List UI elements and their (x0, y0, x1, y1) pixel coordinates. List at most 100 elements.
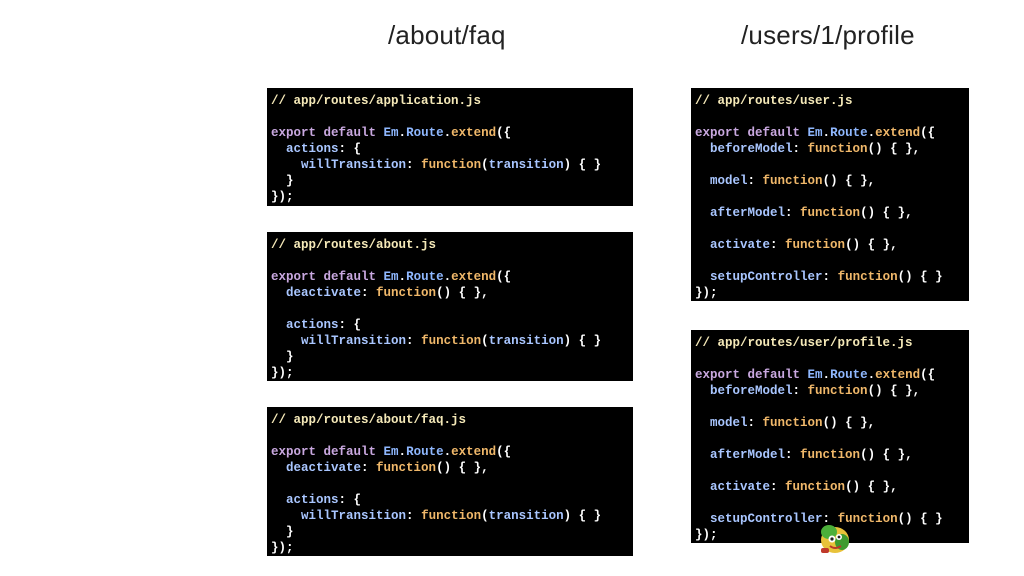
code-token: : { (338, 493, 362, 507)
code-token (695, 142, 710, 156)
code-line (695, 351, 969, 367)
code-token: Route (830, 368, 868, 382)
code-line: model: function() { }, (695, 415, 969, 431)
code-token (271, 286, 286, 300)
code-token: transition (488, 158, 564, 172)
code-line: } (271, 524, 633, 540)
code-line: export default Em.Route.extend({ (271, 125, 633, 141)
code-token (271, 509, 301, 523)
code-token: function (376, 286, 437, 300)
code-token: function (421, 509, 482, 523)
code-line: export default Em.Route.extend({ (271, 444, 633, 460)
code-token: transition (488, 509, 564, 523)
code-token: function (762, 174, 823, 188)
code-token: Route (830, 126, 868, 140)
code-block-user-profile: // app/routes/user/profile.js export def… (691, 330, 969, 543)
code-token: setupController (710, 270, 823, 284)
code-token: function (421, 158, 482, 172)
code-token: ({ (496, 270, 512, 284)
code-token: export default (271, 270, 384, 284)
code-line: export default Em.Route.extend({ (271, 269, 633, 285)
code-token: export default (695, 368, 808, 382)
code-token: }); (271, 366, 294, 380)
code-token: function (785, 480, 846, 494)
code-token: : (792, 384, 808, 398)
code-line: setupController: function() { } (695, 511, 969, 527)
code-line: }); (271, 365, 633, 381)
code-token: () { }, (436, 286, 489, 300)
code-line (271, 428, 633, 444)
code-line: activate: function() { }, (695, 479, 969, 495)
code-token: : (361, 286, 377, 300)
code-token: willTransition (301, 334, 407, 348)
code-line: actions: { (271, 141, 633, 157)
code-token: deactivate (286, 461, 362, 475)
code-block-user: // app/routes/user.js export default Em.… (691, 88, 969, 301)
code-token (695, 238, 710, 252)
code-token (695, 448, 710, 462)
code-token: setupController (710, 512, 823, 526)
code-token: activate (710, 238, 771, 252)
code-token: ) { } (563, 158, 602, 172)
code-token: Em (383, 126, 399, 140)
code-token: willTransition (301, 158, 407, 172)
code-token: : (822, 270, 838, 284)
code-token: : (747, 416, 763, 430)
code-line: // app/routes/about.js (271, 237, 633, 253)
code-line (695, 221, 969, 237)
code-token: . (398, 126, 407, 140)
code-token: activate (710, 480, 771, 494)
code-token: : (785, 448, 801, 462)
code-line: deactivate: function() { }, (271, 460, 633, 476)
code-token: transition (488, 334, 564, 348)
code-line (271, 476, 633, 492)
code-token: Route (406, 270, 444, 284)
code-token: : (822, 512, 838, 526)
code-token: () { }, (860, 206, 913, 220)
code-token (695, 270, 710, 284)
code-token: function (785, 238, 846, 252)
code-token: beforeModel (710, 384, 793, 398)
code-token: function (800, 206, 861, 220)
code-token: : (792, 142, 808, 156)
code-line: export default Em.Route.extend({ (695, 125, 969, 141)
code-token: : { (338, 318, 362, 332)
code-token: extend (451, 126, 497, 140)
code-token: model (710, 416, 748, 430)
code-token: () { }, (845, 480, 898, 494)
code-token (271, 158, 301, 172)
code-token: export default (271, 445, 384, 459)
code-token: function (837, 270, 898, 284)
code-token: ) { } (563, 509, 602, 523)
code-line: export default Em.Route.extend({ (695, 367, 969, 383)
code-token: function (376, 461, 437, 475)
code-token: . (822, 126, 831, 140)
code-block-application: // app/routes/application.js export defa… (267, 88, 633, 206)
tomster-mascot-icon (815, 520, 855, 556)
code-token: function (762, 416, 823, 430)
code-token: : (747, 174, 763, 188)
code-line: afterModel: function() { }, (695, 447, 969, 463)
code-token: : { (338, 142, 362, 156)
code-token (695, 416, 710, 430)
code-token: . (443, 270, 452, 284)
code-token (271, 334, 301, 348)
code-token: . (867, 368, 876, 382)
code-token: } (271, 525, 294, 539)
code-line (695, 399, 969, 415)
code-token: ({ (920, 126, 936, 140)
code-line: } (271, 173, 633, 189)
code-line: activate: function() { }, (695, 237, 969, 253)
code-line: afterModel: function() { }, (695, 205, 969, 221)
code-line: beforeModel: function() { }, (695, 141, 969, 157)
code-token: // app/routes/application.js (271, 94, 482, 108)
code-token: Em (383, 270, 399, 284)
code-token: ({ (496, 445, 512, 459)
code-token: // app/routes/user/profile.js (695, 336, 913, 350)
code-line (695, 431, 969, 447)
code-token (271, 318, 286, 332)
code-line: willTransition: function(transition) { } (271, 333, 633, 349)
code-line: model: function() { }, (695, 173, 969, 189)
code-token: : (406, 158, 422, 172)
code-token: function (837, 512, 898, 526)
